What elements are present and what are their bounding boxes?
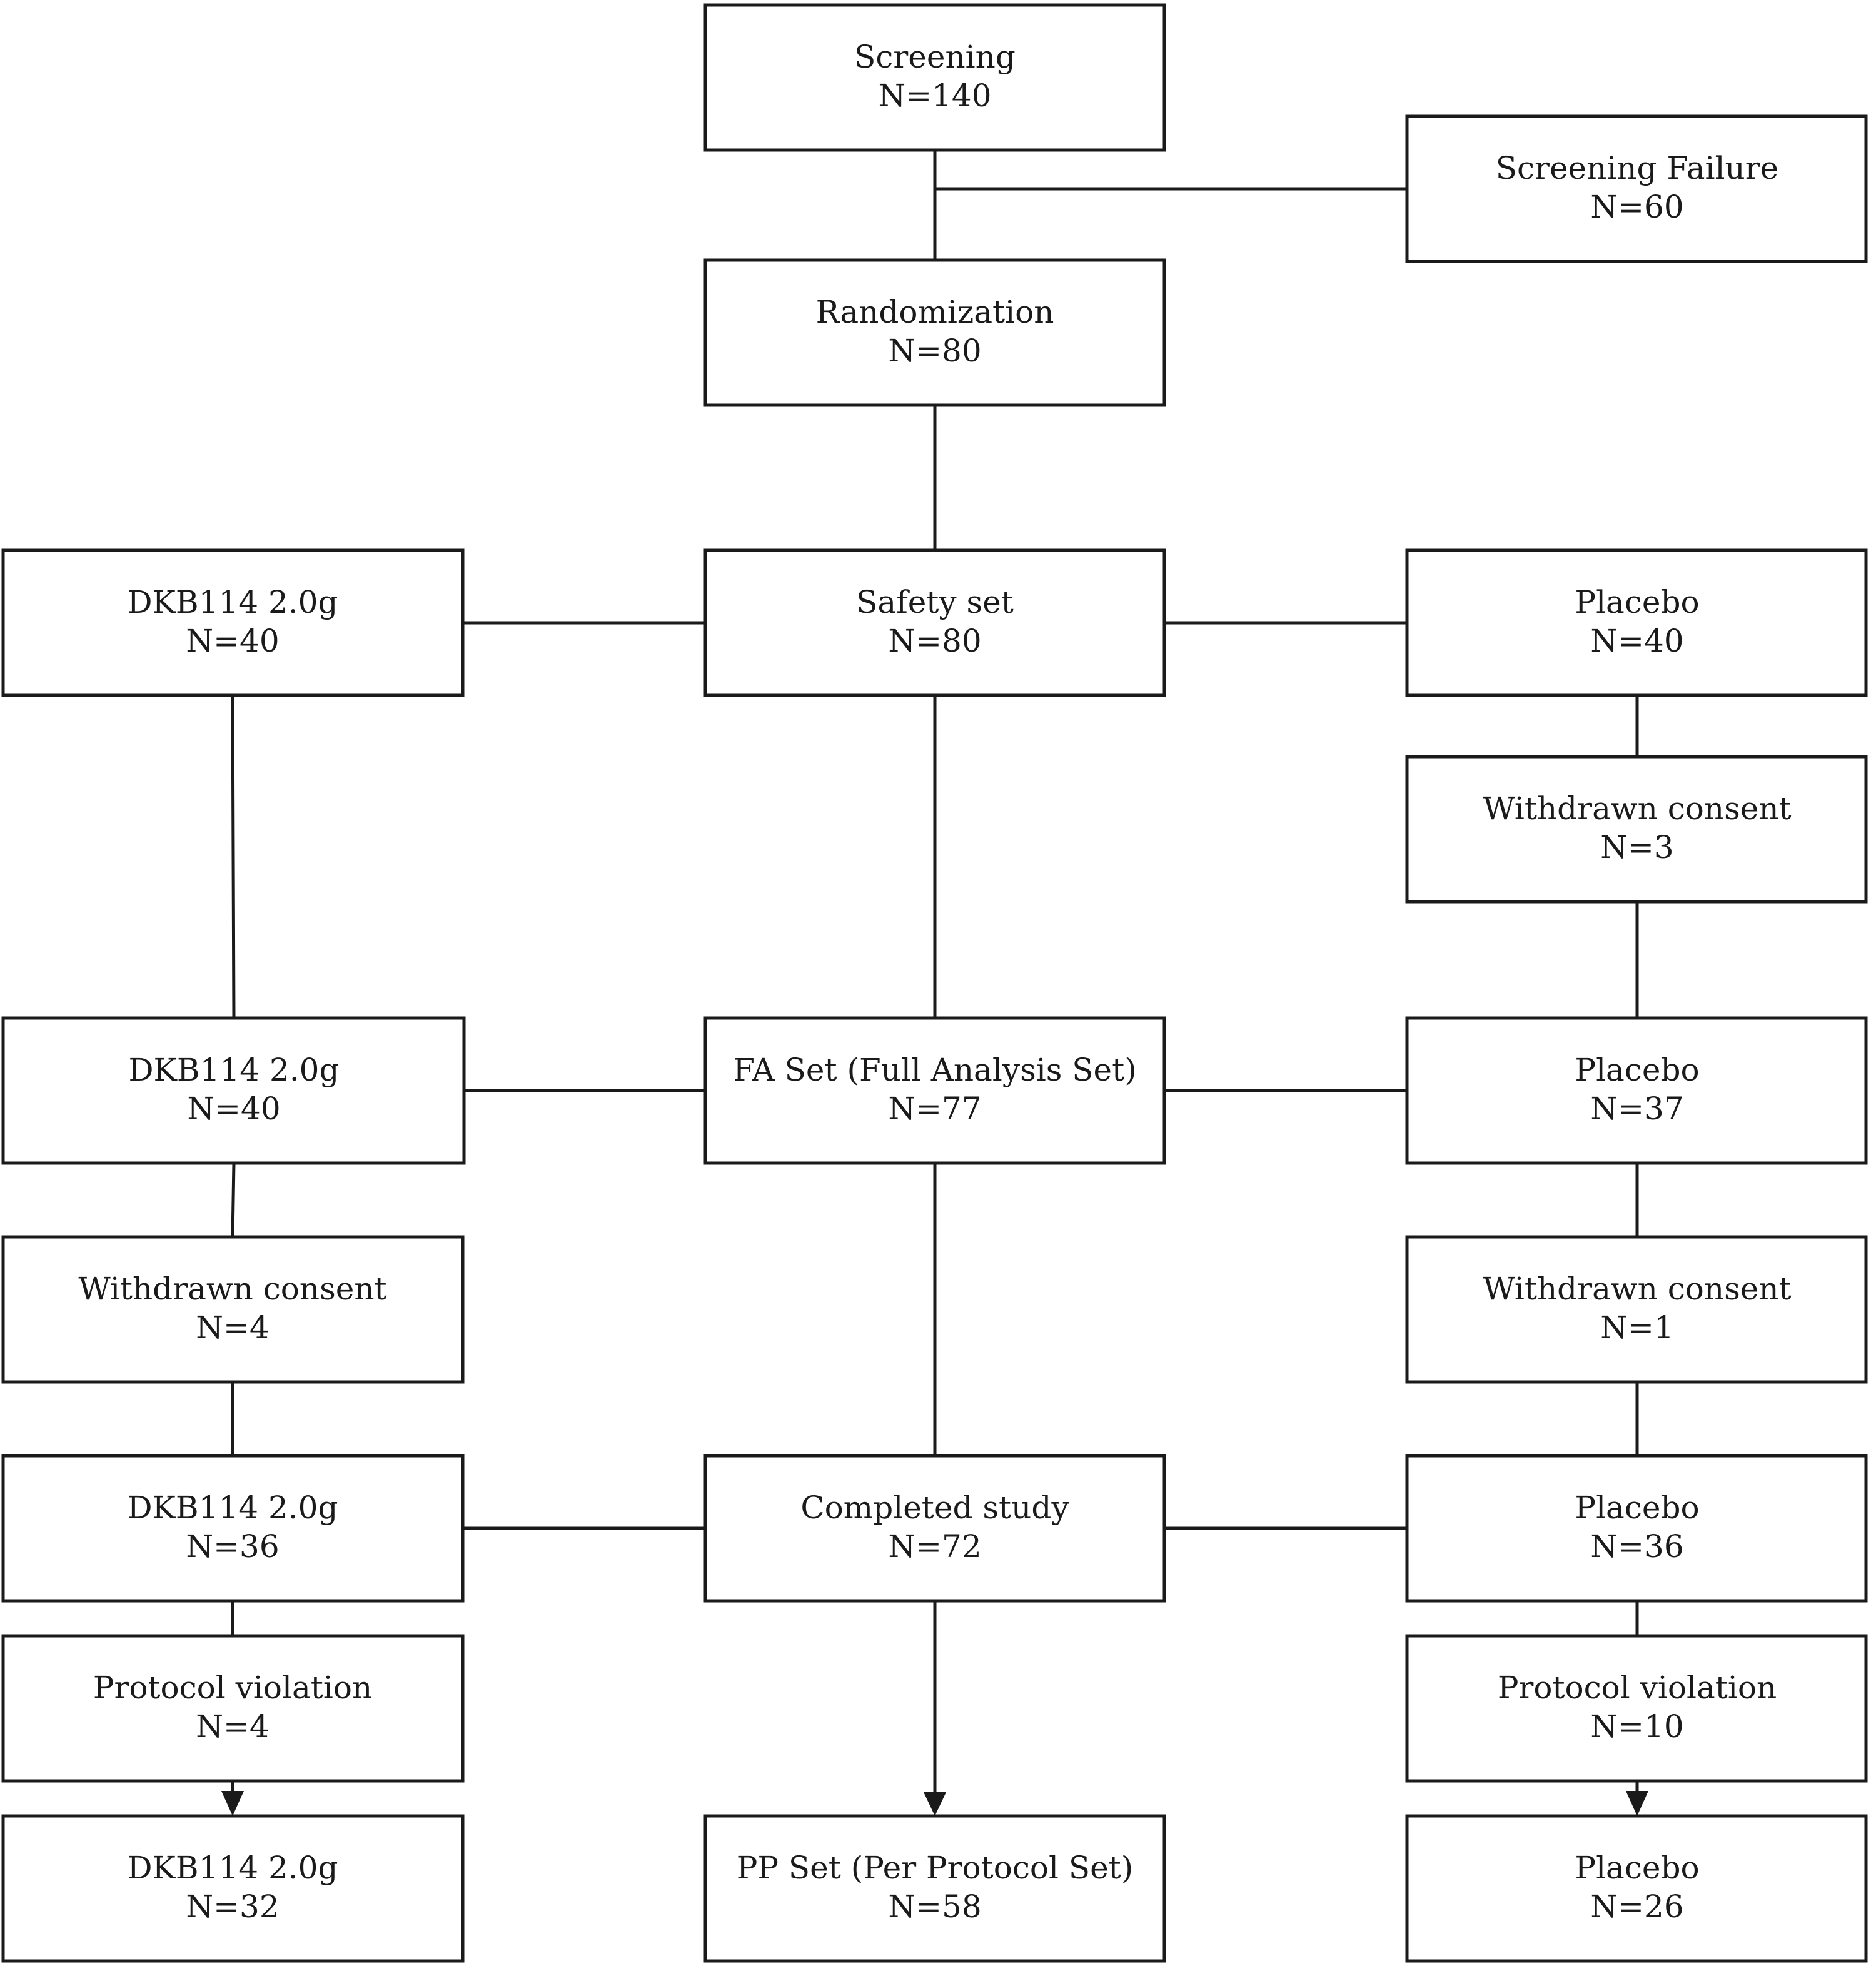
box-count: N=58 [888, 1888, 981, 1925]
box-placebo-withdrawn: Withdrawn consent N=3 [1405, 755, 1868, 904]
box-screening: Screening N=140 [704, 3, 1166, 152]
box-label: FA Set (Full Analysis Set) [733, 1052, 1136, 1088]
box-label: Placebo [1575, 1850, 1699, 1886]
box-screening-failure: Screening Failure N=60 [1405, 114, 1868, 263]
box-count: N=72 [888, 1528, 981, 1565]
connector-dkb-fa-withdrawn [231, 1162, 236, 1237]
arrowhead-placebo-pp [1626, 1791, 1648, 1816]
box-count: N=3 [1600, 829, 1673, 865]
box-dkb-withdrawn: Withdrawn consent N=4 [1, 1235, 465, 1384]
box-label: DKB114 2.0g [127, 1490, 338, 1526]
box-count: N=10 [1590, 1708, 1683, 1745]
box-placebo-violation: Protocol violation N=10 [1405, 1634, 1868, 1783]
box-pp-set: PP Set (Per Protocol Set) N=58 [704, 1814, 1166, 1963]
box-count: N=36 [186, 1528, 279, 1565]
box-placebo-fa: Placebo N=37 [1405, 1016, 1868, 1165]
box-label: Screening [854, 39, 1016, 75]
box-count: N=140 [878, 78, 991, 114]
box-count: N=26 [1590, 1888, 1683, 1925]
box-label: Placebo [1575, 1052, 1699, 1088]
box-label: Withdrawn consent [1483, 790, 1791, 827]
box-fa-set: FA Set (Full Analysis Set) N=77 [704, 1016, 1166, 1165]
box-label: DKB114 2.0g [128, 1052, 339, 1088]
box-label: Withdrawn consent [78, 1271, 386, 1307]
box-count: N=80 [888, 623, 981, 659]
box-label: Safety set [856, 584, 1014, 620]
box-count: N=40 [187, 1091, 280, 1127]
box-count: N=36 [1590, 1528, 1683, 1565]
box-placebo-withdrawn-2: Withdrawn consent N=1 [1405, 1235, 1868, 1384]
box-label: Placebo [1575, 584, 1699, 620]
box-count: N=1 [1600, 1309, 1673, 1346]
box-dkb-violation: Protocol violation N=4 [1, 1634, 465, 1783]
box-placebo-pp: Placebo N=26 [1405, 1814, 1868, 1963]
box-safety-set: Safety set N=80 [704, 548, 1166, 697]
box-placebo-safety: Placebo N=40 [1405, 548, 1868, 697]
box-count: N=4 [196, 1708, 269, 1745]
box-label: Placebo [1575, 1490, 1699, 1526]
box-completed: Completed study N=72 [704, 1454, 1166, 1603]
connector-dkb-safety-fa [231, 695, 236, 1019]
box-label: Screening Failure [1496, 150, 1778, 186]
box-label: DKB114 2.0g [127, 1850, 338, 1886]
box-count: N=4 [196, 1309, 269, 1346]
box-dkb-completed: DKB114 2.0g N=36 [1, 1454, 465, 1603]
box-placebo-completed: Placebo N=36 [1405, 1454, 1868, 1603]
box-label: Protocol violation [1498, 1670, 1777, 1706]
box-label: PP Set (Per Protocol Set) [737, 1850, 1134, 1886]
box-count: N=40 [186, 623, 279, 659]
arrowhead-dkb-pp [221, 1791, 244, 1816]
box-count: N=80 [888, 333, 981, 369]
box-randomization: Randomization N=80 [704, 258, 1166, 407]
box-count: N=77 [888, 1091, 981, 1127]
box-count: N=40 [1590, 623, 1683, 659]
box-dkb-pp: DKB114 2.0g N=32 [1, 1814, 465, 1963]
box-dkb-fa: DKB114 2.0g N=40 [1, 1016, 466, 1165]
box-label: DKB114 2.0g [127, 584, 338, 620]
box-label: Withdrawn consent [1483, 1271, 1791, 1307]
box-label: Protocol violation [93, 1670, 372, 1706]
box-label: Completed study [800, 1490, 1069, 1526]
box-label: Randomization [816, 294, 1054, 330]
box-dkb-safety: DKB114 2.0g N=40 [1, 548, 465, 697]
arrowhead-pp [924, 1792, 946, 1816]
box-count: N=32 [186, 1888, 279, 1925]
box-count: N=37 [1590, 1091, 1683, 1127]
box-count: N=60 [1590, 189, 1683, 225]
